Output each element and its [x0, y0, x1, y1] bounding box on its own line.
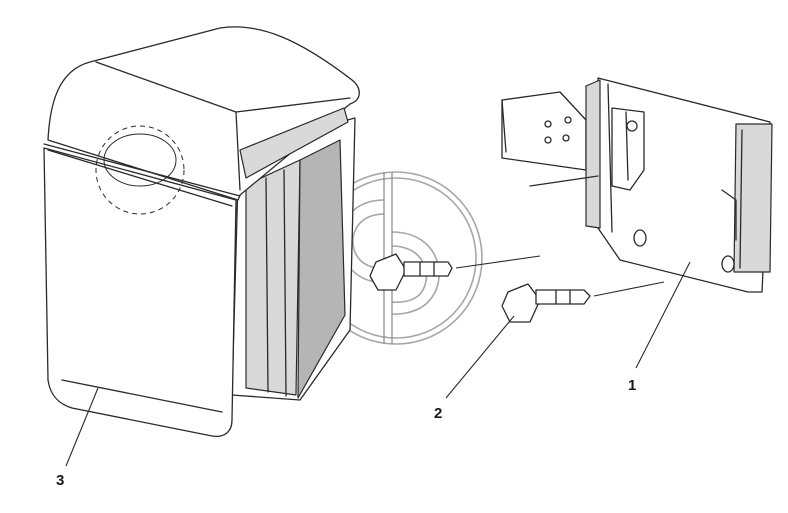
callout-2: 2	[434, 405, 442, 422]
part-2-bolt-upper	[369, 253, 541, 291]
callout-1: 1	[628, 377, 636, 394]
leader-lines	[65, 261, 691, 467]
part-3-cover-box	[43, 26, 360, 438]
part-1-mounting-bracket	[501, 77, 773, 293]
callout-3: 3	[56, 472, 64, 489]
part-2-bolt-lower	[501, 281, 665, 323]
